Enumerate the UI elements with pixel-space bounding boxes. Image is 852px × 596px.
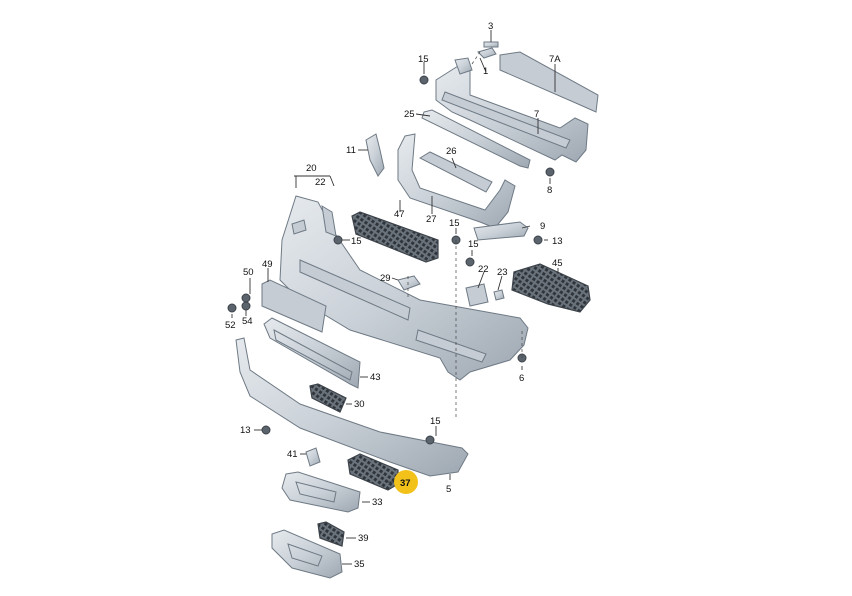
callout-23: 23 <box>497 267 508 278</box>
callout-1: 1 <box>483 66 488 77</box>
callout-15c: 15 <box>351 236 362 247</box>
fog-frame-part <box>281 471 361 513</box>
callout-20: 20 <box>306 163 317 174</box>
callout-45: 45 <box>552 258 563 269</box>
bracket-small-part <box>465 283 489 307</box>
callout-7a: 7A <box>549 54 561 65</box>
callout-labels: 3 1 7A 15 25 7 11 26 8 20 22 47 27 15 9 … <box>225 21 563 570</box>
callout-41: 41 <box>287 449 298 460</box>
callout-22a: 22 <box>315 177 326 188</box>
frame-part <box>263 317 361 389</box>
fog-frame-lower-part <box>271 529 343 579</box>
callout-13a: 13 <box>552 236 563 247</box>
callout-25: 25 <box>404 109 415 120</box>
side-bracket-part <box>365 133 385 177</box>
callout-15d: 15 <box>468 239 479 250</box>
highlighted-callout-37[interactable]: 37 <box>394 470 418 494</box>
bracket-part <box>418 151 493 193</box>
trim-strip-part <box>421 109 531 169</box>
callout-27: 27 <box>426 214 437 225</box>
lower-spoiler-part <box>235 337 469 477</box>
alignment-lines <box>407 51 523 420</box>
cap-part <box>397 275 421 291</box>
callout-33: 33 <box>372 497 383 508</box>
callout-54: 54 <box>242 316 253 327</box>
callout-5: 5 <box>446 484 451 495</box>
callout-50: 50 <box>243 267 254 278</box>
callout-7: 7 <box>534 109 539 120</box>
upper-grille-part <box>351 211 439 263</box>
callout-6: 6 <box>519 373 524 384</box>
callout-52: 52 <box>225 320 236 331</box>
absorber-strip-part <box>499 51 599 113</box>
callout-11: 11 <box>346 145 356 156</box>
callout-47: 47 <box>394 209 405 220</box>
reinforcement-part <box>397 133 516 229</box>
cover-small-part <box>305 447 321 467</box>
callout-3: 3 <box>488 21 493 32</box>
lower-grille-part <box>309 383 347 413</box>
callout-26: 26 <box>446 146 457 157</box>
callout-13b: 13 <box>240 425 251 436</box>
callout-39: 39 <box>358 533 369 544</box>
callout-29: 29 <box>380 273 391 284</box>
license-plate-holder-part <box>261 279 327 333</box>
callout-37: 37 <box>400 478 411 489</box>
callout-9: 9 <box>540 221 545 232</box>
callout-15a: 15 <box>418 54 429 65</box>
callout-22b: 22 <box>478 264 489 275</box>
clip-part <box>477 41 499 59</box>
insert-part <box>317 521 345 547</box>
callout-15b: 15 <box>449 218 460 229</box>
highlight-circle <box>394 470 418 494</box>
leader-lines <box>231 30 559 565</box>
callout-49: 49 <box>262 259 273 270</box>
bracket-right-part <box>473 221 529 241</box>
callout-8: 8 <box>547 185 552 196</box>
fastener-parts <box>227 75 555 445</box>
side-grille-part <box>511 263 591 313</box>
bumper-cover-part <box>279 195 529 381</box>
callout-43: 43 <box>370 372 381 383</box>
bolt-part <box>493 289 505 301</box>
callout-30: 30 <box>354 399 365 410</box>
callout-35: 35 <box>354 559 365 570</box>
callout-15e: 15 <box>430 416 441 427</box>
